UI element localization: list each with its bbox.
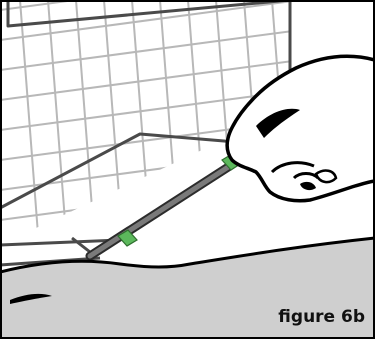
figure-caption: figure 6b xyxy=(278,307,365,327)
connecting-rod xyxy=(90,162,236,256)
fingernail xyxy=(316,171,336,183)
